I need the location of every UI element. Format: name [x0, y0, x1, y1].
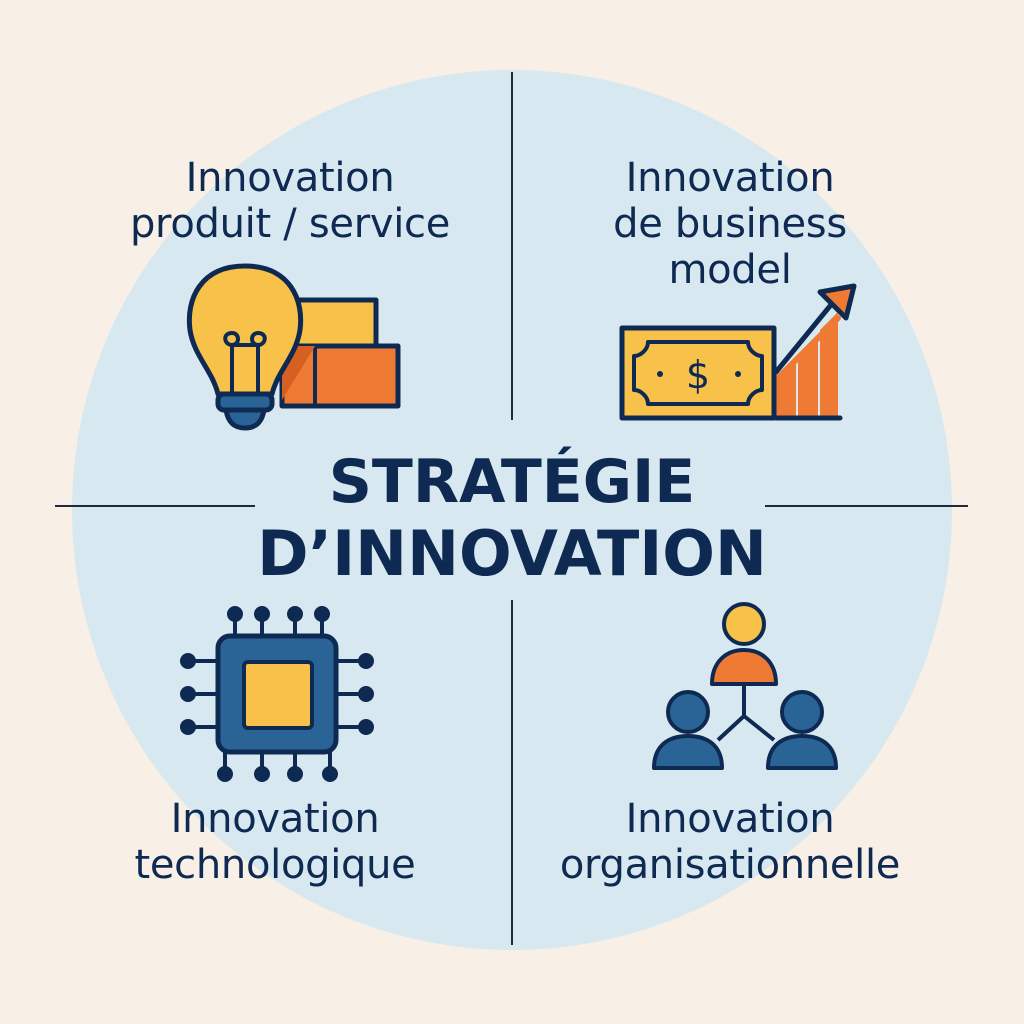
person-top-head	[722, 602, 766, 646]
center-title: STRATÉGIE D’INNOVATION	[212, 446, 812, 590]
label-line: organisationnelle	[559, 842, 901, 888]
chip-core	[242, 660, 314, 730]
banknote-growth-arrow-icon: $	[619, 283, 857, 421]
quadrant-label-business-model: Innovation de business model	[530, 155, 930, 293]
dollar-icon: $	[686, 353, 710, 397]
label-line: Innovation	[625, 155, 835, 201]
center-title-line1: STRATÉGIE	[328, 447, 696, 517]
label-line: de business	[613, 201, 847, 247]
person-top-body	[710, 648, 778, 686]
label-line: produit / service	[129, 201, 451, 247]
team-hierarchy-icon	[652, 602, 838, 770]
person-left-body	[652, 734, 724, 770]
label-line: Innovation	[185, 155, 395, 201]
person-right-body	[766, 734, 838, 770]
quadrant-label-product-service: Innovation produit / service	[90, 155, 490, 247]
label-line: model	[668, 247, 792, 293]
microchip-icon	[180, 606, 374, 782]
label-line: technologique	[134, 842, 416, 888]
quadrant-label-organizational: Innovation organisationnelle	[530, 796, 930, 888]
growth-arrow	[773, 303, 833, 375]
person-right-head	[780, 690, 824, 734]
growth-bars	[776, 312, 838, 418]
lightbulb-and-boxes-icon	[186, 263, 401, 431]
quadrant-label-technological: Innovation technologique	[75, 796, 475, 888]
quadrant-dividers	[55, 72, 968, 945]
center-title-line2: D’INNOVATION	[257, 517, 767, 590]
chip-pins	[180, 606, 374, 782]
person-left-head	[666, 690, 710, 734]
label-line: Innovation	[625, 796, 835, 842]
label-line: Innovation	[170, 796, 380, 842]
